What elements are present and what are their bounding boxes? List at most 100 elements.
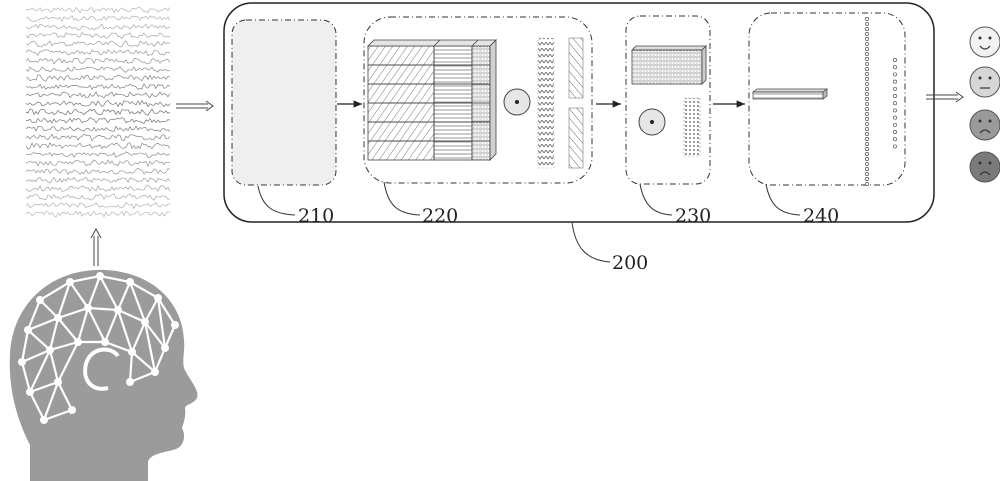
tensor-cell (471, 121, 491, 142)
tensor-cell (471, 83, 491, 104)
neuron-node (865, 92, 869, 96)
eeg-channel-wave (25, 82, 171, 90)
neuron-node (865, 27, 869, 31)
eeg-channel-wave (25, 31, 171, 40)
electrode-node (54, 314, 62, 322)
neuron-node (865, 122, 869, 126)
eeg-channel-wave (25, 49, 171, 57)
neuron-node (865, 167, 869, 171)
electrode-node (151, 368, 159, 376)
electrode-node (74, 338, 82, 346)
eeg-channel-wave (25, 176, 171, 184)
ref-200: 200 (612, 252, 648, 274)
eeg-channel-wave (25, 14, 171, 23)
eeg-channel-wave (25, 23, 171, 31)
electrode-node (18, 358, 26, 366)
module-220 (363, 16, 593, 184)
tensor-cell (367, 83, 435, 104)
tensor-cell (367, 121, 435, 142)
neuron-node (865, 72, 869, 76)
neuron-node (865, 142, 869, 146)
tensor-cell (471, 64, 491, 85)
neuron-node (865, 112, 869, 116)
electrode-node (126, 278, 134, 286)
neuron-node (865, 117, 869, 121)
sad-face-dark-icon (969, 151, 1000, 183)
tensor-cell (433, 45, 473, 66)
dense-layer-2 (893, 58, 897, 149)
neuron-node (893, 94, 897, 98)
neuron-node (865, 82, 869, 86)
electrode-node (36, 296, 44, 304)
neuron-node (893, 144, 897, 149)
attention-vector-1 (537, 37, 555, 169)
neuron-node (865, 67, 869, 71)
neuron-node (865, 127, 869, 131)
neuron-node (865, 107, 869, 111)
tensor-cell (367, 64, 435, 85)
eeg-channel-wave (25, 151, 171, 158)
neuron-node (865, 137, 869, 141)
neuron-node (865, 57, 869, 61)
electrode-node (101, 338, 109, 346)
neuron-node (865, 87, 869, 91)
neuron-node (893, 58, 897, 62)
feature-tensor-block (367, 39, 497, 161)
tensor-cell (367, 140, 435, 161)
tensor-cell (367, 102, 435, 123)
neuron-node (893, 86, 897, 91)
tensor-cell (433, 64, 473, 85)
happy-face-icon (969, 26, 1000, 58)
neuron-node (865, 62, 869, 66)
eeg-channel-wave (25, 184, 171, 192)
eeg-channel-wave (25, 6, 171, 14)
eeg-channel-wave (25, 133, 171, 142)
neuron-node (893, 137, 897, 142)
electrode-node (84, 304, 92, 312)
neuron-node (865, 177, 869, 181)
neuron-node (865, 77, 869, 81)
eeg-channel-wave (25, 167, 171, 176)
tensor-cell (367, 45, 435, 66)
electrode-node (26, 388, 34, 396)
output-arrow (926, 91, 964, 103)
attention-vector-2a (568, 37, 584, 99)
ref-240: 240 (803, 205, 839, 227)
electrode-node (171, 321, 179, 329)
eeg-channel-wave (25, 99, 171, 108)
neuron-node (893, 65, 897, 70)
tensor-cell (433, 140, 473, 161)
eeg-channel-wave (25, 40, 171, 48)
head-to-signal-arrow (90, 227, 102, 266)
electrode-node (66, 278, 74, 286)
tensor-cell (433, 102, 473, 123)
neuron-node (865, 52, 869, 56)
eeg-head-icon (9, 269, 198, 481)
electrode-node (68, 406, 76, 414)
electrode-node (154, 294, 162, 302)
elementwise-multiply-icon (638, 108, 666, 136)
tensor-cell (471, 102, 491, 123)
eeg-channel-wave (25, 91, 171, 99)
module-210 (231, 19, 337, 186)
neuron-node (865, 157, 869, 161)
module-230 (625, 15, 711, 185)
neuron-node (865, 162, 869, 166)
neuron-node (893, 130, 897, 134)
electrode-node (96, 272, 104, 280)
eeg-channel-wave (25, 210, 171, 218)
electrode-node (128, 348, 136, 356)
neuron-node (865, 102, 869, 106)
eeg-channel-wave (25, 193, 171, 201)
eeg-channel-wave (25, 57, 171, 65)
neuron-node (893, 122, 897, 127)
neuron-node (865, 172, 869, 176)
elementwise-multiply-icon (503, 88, 531, 116)
sad-face-icon (969, 109, 1000, 141)
neutral-face-icon (969, 66, 1000, 98)
electrode-node (126, 378, 134, 386)
ref-220: 220 (422, 205, 458, 227)
eeg-channel-wave (26, 117, 171, 125)
neuron-node (865, 132, 869, 136)
